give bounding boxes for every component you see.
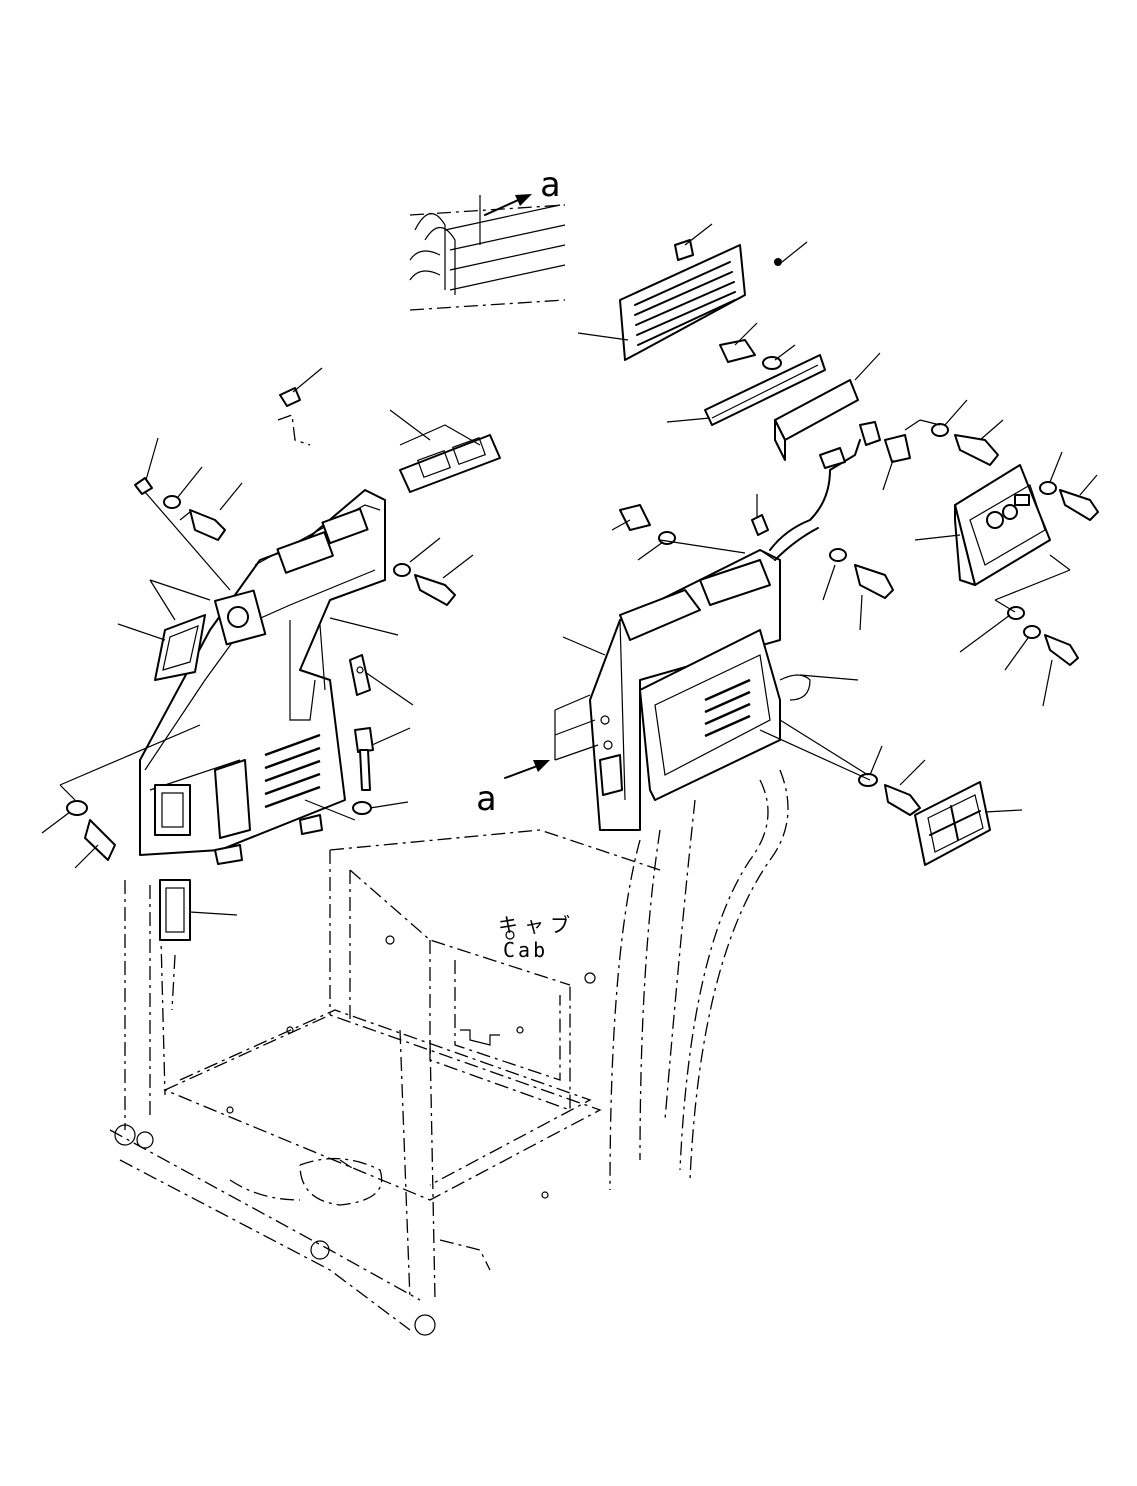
ref-a-bottom-label: a	[476, 779, 496, 819]
cab-label-english: Cab	[503, 938, 548, 962]
control-panel	[619, 464, 1099, 666]
leader-lines	[41, 223, 1098, 916]
left-duct-assembly	[139, 489, 386, 865]
cab-label-japanese: キャブ	[498, 913, 576, 937]
filter-slats	[634, 261, 736, 346]
cab-frame	[109, 769, 789, 1336]
ac-grille	[704, 678, 751, 738]
loose-parts-left	[66, 387, 501, 1011]
duct-grille	[264, 733, 321, 809]
air-conditioner-unit	[589, 421, 881, 831]
ref-a-top-label: a	[540, 165, 560, 205]
lower-right-filter	[858, 773, 991, 866]
hose-detail	[409, 194, 566, 311]
filter-panel	[619, 239, 999, 466]
